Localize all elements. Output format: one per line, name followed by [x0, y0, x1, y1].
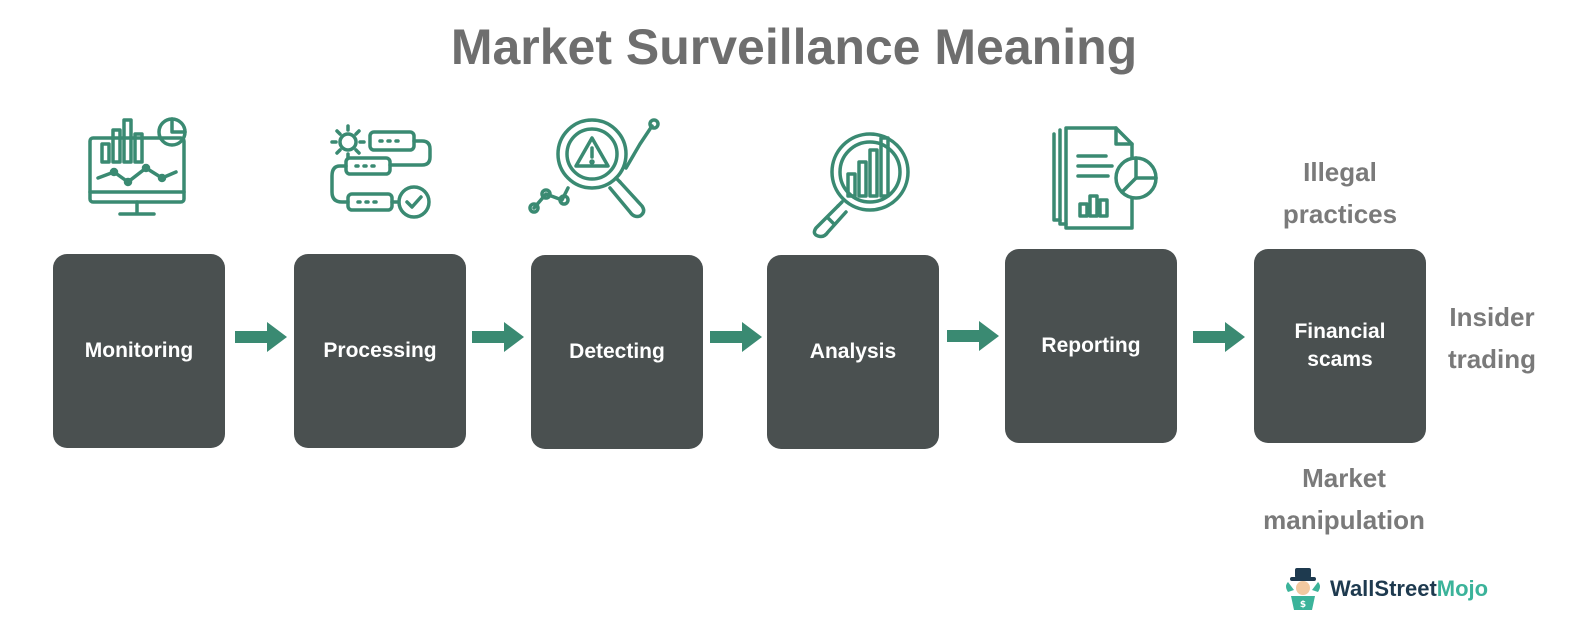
outcome-insider-trading: Insider trading [1447, 302, 1537, 374]
step-label: Financial scams [1294, 320, 1386, 371]
step-analysis: Analysis [767, 255, 939, 449]
process-flow-icon [330, 124, 432, 219]
svg-text:$: $ [1300, 600, 1306, 610]
logo-text-accent: Mojo [1436, 576, 1489, 601]
wallstreetmojo-logo: $ WallStreetMojo [1282, 564, 1502, 614]
logo-text-dark: WallStreet [1330, 576, 1437, 601]
step-label: Reporting [1041, 334, 1141, 357]
arrow-right-icon [235, 322, 287, 352]
step-label: Detecting [569, 340, 665, 363]
step-label: Analysis [809, 340, 897, 363]
magnifier-alert-icon [528, 118, 660, 219]
arrow-right-icon [1193, 322, 1245, 352]
magnifier-bar-chart-icon [812, 132, 910, 239]
step-financial-scams: Financial scams [1254, 249, 1426, 443]
outcome-market-manipulation: Market manipulation [1263, 463, 1425, 535]
step-reporting: Reporting [1005, 249, 1177, 443]
step-processing: Processing [294, 254, 466, 448]
step-label: Monitoring [84, 339, 194, 362]
report-documents-icon [1052, 126, 1158, 230]
outcome-illegal-practices: Illegal practices [1282, 157, 1398, 229]
mascot-logo-icon: $ [1286, 568, 1320, 610]
step-detecting: Detecting [531, 255, 703, 449]
monitor-chart-icon [88, 117, 187, 216]
step-label: Processing [323, 339, 437, 362]
arrow-right-icon [947, 321, 999, 351]
step-monitoring: Monitoring [53, 254, 225, 448]
arrow-right-icon [710, 322, 762, 352]
arrow-right-icon [472, 322, 524, 352]
page-title: Market Surveillance Meaning [450, 19, 1138, 75]
